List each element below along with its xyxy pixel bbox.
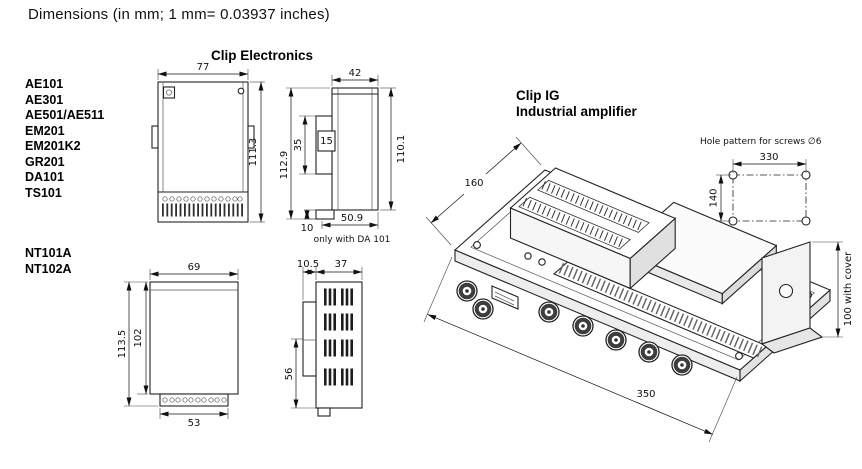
brand-logo-mark [162,86,176,99]
dim-side-clip-width: 15 [320,136,333,147]
terminal-block-row [537,179,650,233]
clip-ig-title: Clip IG Industrial amplifier [516,88,637,120]
model-item: AE101 [25,77,64,91]
bracket-hole [778,283,794,299]
model-item: NT102A [25,261,72,276]
cable-gland [472,298,494,320]
mount-tab-right [247,125,255,149]
nt-module-front-view: 69 113.5 102 53 [117,262,239,429]
knob [524,252,532,260]
cable-gland [638,341,660,363]
hole-pattern-label: Hole pattern for screws ∅6 [700,137,822,147]
nt-module-side-view: 10.5 37 56 [284,259,363,417]
dim-nt-clip-depth: 10.5 [297,259,319,270]
dim-ig-height: 100 with cover [843,251,854,326]
dim-front-height: 111.3 [248,138,259,167]
model-list-secondary: NT101A NT102A [25,246,72,277]
clip-module-front-view: 77 111.3 [151,62,265,223]
dim-ig-width: 160 [464,178,483,189]
screw-hole [801,216,811,226]
dim-side-depth: 42 [349,68,362,79]
dim-nt-terminal-width: 53 [188,418,201,429]
terminal-screw-row [162,397,227,403]
model-list-primary: AE101 AE301 AE501/AE511 EM201 EM201K2 GR… [25,77,104,201]
din-rail-clip [302,301,317,377]
dim-side-foot: 10 [301,223,314,234]
mount-tab-left [151,125,159,149]
dim-side-height-total: 112.9 [279,151,290,180]
dim-side-height-rail: 110.1 [396,135,407,164]
model-item: TS101 [25,185,62,200]
model-item: AE501/AE511 [25,108,105,122]
model-item: DA101 [25,170,64,184]
cable-gland [456,280,478,302]
hole-pattern-rect [732,174,807,222]
dim-nt-width: 69 [188,262,201,273]
cable-gland [671,354,693,376]
led-indicator [237,87,245,95]
model-item: EM201 [25,123,65,138]
cable-gland [605,329,627,351]
bottom-foot [317,407,331,417]
name-plate [491,285,519,310]
knob [538,258,546,266]
hole-pattern-diagram: Hole pattern for screws ∅6 330 140 [700,137,822,226]
dim-side-depth-total: 50.9 [341,213,363,224]
terminal-screw-row [162,196,243,202]
dim-nt-height-body: 102 [133,328,144,347]
note-only-with-da101: only with DA 101 [314,235,391,245]
model-item: EM201K2 [25,139,81,153]
mounting-bracket [760,241,824,354]
dim-hole-spacing-x: 330 [759,152,778,163]
clip-ig-isometric-view: 160 350 100 with cover [423,136,854,443]
clip-module-side-view: 15 42 35 112.9 110.1 50 [279,68,407,245]
model-item: AE301 [25,92,64,107]
page-title: Dimensions (in mm; 1 mm= 0.03937 inches) [28,6,330,23]
da101-foot [315,209,335,220]
model-item: GR201 [25,154,65,169]
dim-front-width: 77 [197,62,210,73]
cable-gland [572,315,594,337]
clip-ig-title-line2: Industrial amplifier [516,104,637,119]
terminal-block-row [518,196,631,250]
dim-nt-height-total: 113.5 [117,330,128,359]
amplifier-housing [509,167,677,290]
clip-electronics-title: Clip Electronics [210,48,314,63]
dim-ig-length: 350 [636,389,655,400]
ventilation-slots [324,288,354,386]
din-rail-hatch [558,262,763,358]
dim-hole-spacing-y: 140 [709,188,720,207]
cable-gland [538,301,560,323]
dim-nt-lower-height: 56 [284,368,295,381]
dim-nt-depth: 37 [335,259,348,270]
model-item: NT101A [25,246,72,260]
dim-side-clip-height: 35 [293,139,304,152]
mounting-hole [473,241,481,249]
mounting-hole [735,352,743,360]
clip-ig-title-line1: Clip IG [516,88,560,103]
terminal-strip [159,393,229,407]
